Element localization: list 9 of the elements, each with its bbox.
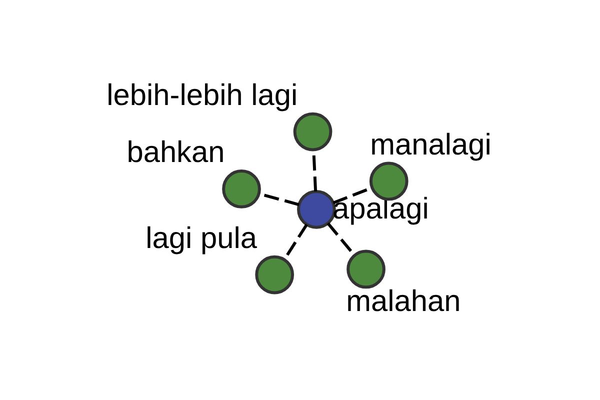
node-label: lebih-lebih lagi (106, 78, 298, 112)
node-label: bahkan (126, 136, 225, 169)
node-label: manalagi (370, 128, 492, 161)
node-circle (222, 169, 261, 208)
node-circle (293, 112, 332, 151)
node-circle (346, 249, 386, 288)
node-label: malahan (346, 284, 461, 318)
node-circle (255, 254, 294, 294)
node-label: lagi pula (146, 221, 257, 254)
